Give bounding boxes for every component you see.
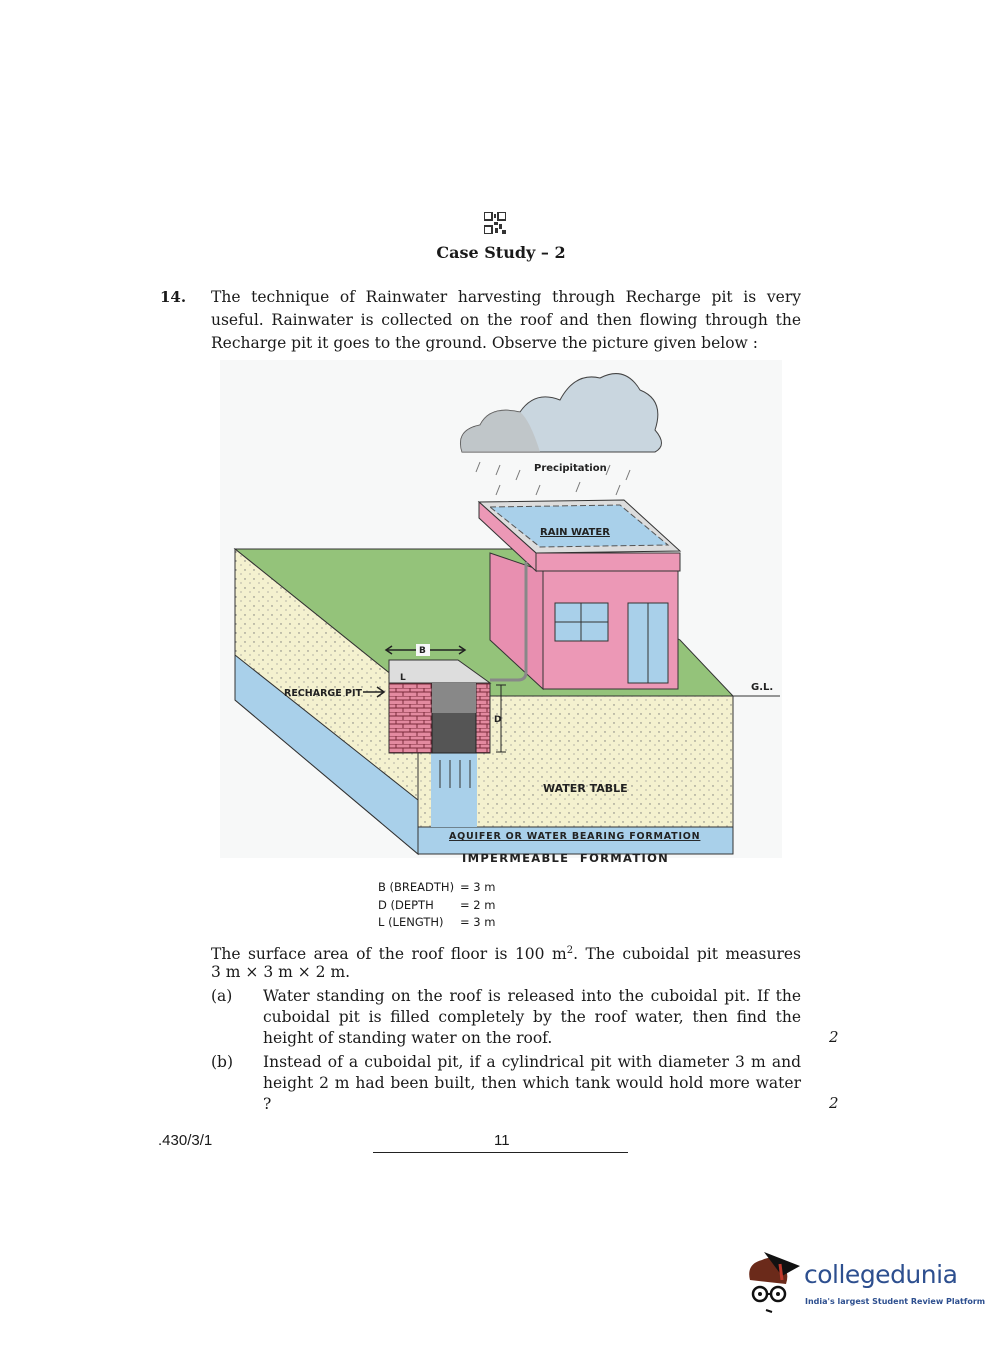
part-b-marks: 2: [829, 1094, 839, 1112]
page-number: 11: [494, 1132, 510, 1149]
water-table-label: WATER TABLE: [543, 782, 628, 795]
question-number: 14.: [160, 288, 187, 306]
dimension-row: L (LENGTH)= 3 m: [378, 915, 496, 929]
case-study-title: Case Study – 2: [436, 243, 566, 262]
ground-level-label: G.L.: [751, 682, 773, 693]
impermeable-label: IMPERMEABLE FORMATION: [462, 851, 670, 865]
aquifer-band: [417, 826, 734, 855]
collegedunia-mascot-logo: [749, 1252, 800, 1313]
rain-water-label: RAIN WATER: [540, 527, 610, 538]
downpipe: [490, 562, 528, 682]
dimension-row: B (BREADTH)= 3 m: [378, 880, 496, 894]
length-marker: L: [400, 673, 406, 683]
aquifer-label: AQUIFER OR WATER BEARING FORMATION: [449, 831, 700, 842]
part-b-label: (b): [211, 1053, 234, 1071]
watermark-tagline: India's largest Student Review Platform: [805, 1297, 986, 1306]
footer-rule: [373, 1152, 628, 1153]
rainwater-harvesting-diagram: Precipitation G.L. WATER TABLE AQUIFER O…: [220, 360, 782, 858]
part-a-text: Water standing on the roof is released i…: [263, 987, 801, 1047]
recharge-pit-label: RECHARGE PIT: [284, 688, 362, 699]
part-a-label: (a): [211, 987, 233, 1005]
part-b-text: Instead of a cuboidal pit, if a cylindri…: [263, 1053, 801, 1113]
recharge-water-column: [431, 753, 477, 827]
breadth-marker: B: [419, 646, 426, 656]
part-a-marks: 2: [829, 1028, 839, 1046]
precipitation-label: Precipitation: [534, 463, 607, 474]
statement-line-1: The surface area of the roof floor is 10…: [211, 945, 801, 962]
dimension-row: D (DEPTH= 2 m: [378, 897, 496, 912]
qr-code-icon: [484, 212, 506, 234]
paper-code: .430/3/1: [158, 1132, 213, 1149]
arrow-icon: [363, 686, 386, 698]
statement-line-2: 3 m × 3 m × 2 m.: [211, 963, 351, 981]
pit-dimensions: B (BREADTH)= 3 m D (DEPTH= 2 m L (LENGTH…: [378, 879, 495, 932]
depth-marker: D: [494, 715, 501, 725]
question-intro: The technique of Rainwater harvesting th…: [211, 288, 801, 352]
watermark-brand: collegedunia: [804, 1260, 958, 1289]
